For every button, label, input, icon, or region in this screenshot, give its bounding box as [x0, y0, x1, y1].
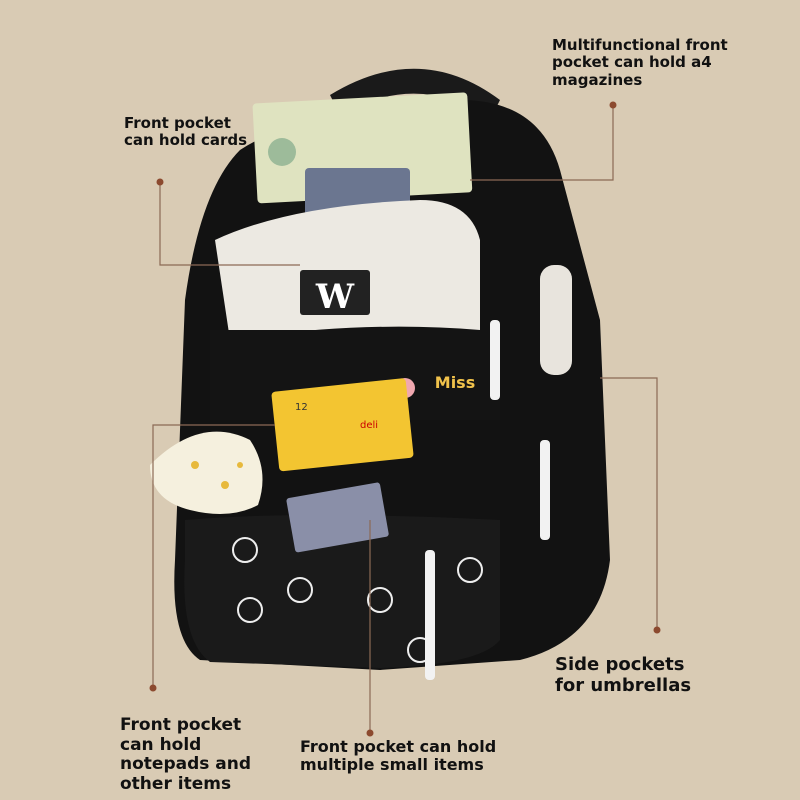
top-handle — [330, 68, 500, 120]
leader-a4 — [470, 105, 614, 181]
bear-print-pattern — [232, 537, 483, 663]
leader-side — [600, 377, 658, 630]
leader-cards — [159, 182, 300, 266]
leader-lines — [149, 101, 661, 737]
label-front-pocket-cards: Front pocket can hold cards — [124, 114, 248, 150]
badge-letter: W — [315, 277, 355, 317]
zipper-pull-top — [490, 320, 500, 400]
card-box: 12 deli — [271, 378, 414, 472]
label-front-pocket-small-items: Front pocket can hold multiple small ite… — [300, 737, 497, 775]
card-box-number: 12 — [295, 402, 308, 413]
leader-dot-side — [653, 626, 661, 634]
leader-dot-a4 — [609, 101, 617, 109]
plush-keychain — [150, 431, 263, 514]
label-front-pocket-notepads: Front pocket can hold notepads and other… — [120, 715, 252, 794]
label-side-pockets: Side pockets for umbrellas — [555, 654, 692, 696]
miss-patch: Miss — [435, 373, 475, 392]
label-multifunctional-pocket: Multifunctional front pocket can hold a4… — [552, 36, 728, 89]
umbrella — [540, 265, 572, 375]
booklet — [286, 482, 389, 553]
book-logo — [268, 138, 296, 166]
leader-notepads — [152, 424, 275, 688]
zipper-pull-front — [425, 550, 435, 680]
lower-front-pocket — [184, 515, 500, 668]
zipper-pull-right — [540, 440, 550, 540]
leader-dot-small-items — [366, 729, 374, 737]
leader-dot-notepads — [149, 684, 157, 692]
leader-dot-cards — [156, 178, 164, 186]
brand-badge: W — [300, 270, 370, 317]
card-box-brand: deli — [360, 420, 378, 431]
